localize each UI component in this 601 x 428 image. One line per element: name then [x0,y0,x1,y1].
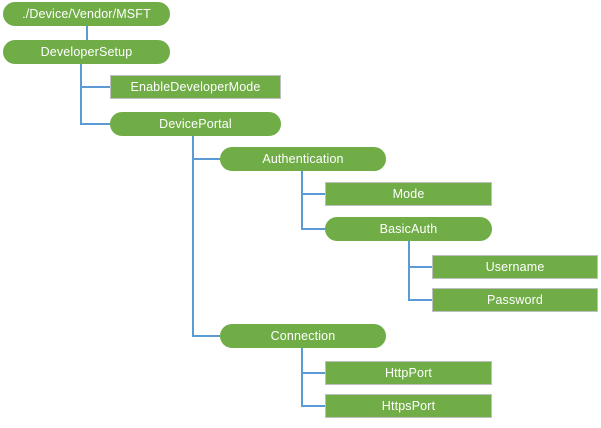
tree-node-username[interactable]: Username [432,255,598,279]
tree-node-basicauth[interactable]: BasicAuth [325,217,492,241]
connector-authentication-to-mode [301,193,325,195]
connector-basicauth-to-username [408,266,432,268]
tree-node-password[interactable]: Password [432,288,598,312]
tree-node-connection[interactable]: Connection [220,324,386,348]
tree-node-label: Username [485,259,545,274]
tree-node-label: DevicePortal [159,116,232,131]
connector-deviceportal-to-authentication [192,158,220,160]
tree-node-label: EnableDeveloperMode [130,79,261,94]
tree-node-enabledevelopermode[interactable]: EnableDeveloperMode [110,75,281,99]
tree-node-developersetup[interactable]: DeveloperSetup [3,40,170,64]
connector-connection-to-httpsport [301,405,325,407]
tree-node-root[interactable]: ./Device/Vendor/MSFT [3,2,170,26]
tree-node-label: Authentication [262,151,344,166]
tree-node-label: DeveloperSetup [40,44,133,59]
connector-basicauth-to-password [408,299,432,301]
tree-node-label: Mode [392,186,425,201]
connector-deviceportal-trunk [192,136,194,337]
connector-authentication-to-basicauth [301,228,325,230]
connector-authentication-trunk [301,171,303,230]
connector-connection-to-httpport [301,372,325,374]
connector-developersetup-to-enabledevelopermode [80,86,110,88]
connector-developersetup-trunk [80,64,82,124]
tree-node-deviceportal[interactable]: DevicePortal [110,112,281,136]
tree-node-label: BasicAuth [379,221,438,236]
connector-deviceportal-to-connection [192,335,220,337]
tree-node-mode[interactable]: Mode [325,182,492,206]
tree-node-label: ./Device/Vendor/MSFT [22,6,151,21]
connector-root-to-developersetup [86,26,88,40]
tree-node-label: HttpsPort [381,398,436,413]
tree-node-httpsport[interactable]: HttpsPort [325,394,492,418]
connector-basicauth-trunk [408,241,410,301]
connector-connection-trunk [301,348,303,406]
tree-node-label: HttpPort [384,365,433,380]
tree-node-httpport[interactable]: HttpPort [325,361,492,385]
tree-node-label: Connection [270,328,336,343]
tree-node-label: Password [486,292,544,307]
connector-developersetup-to-deviceportal [80,123,110,125]
tree-node-authentication[interactable]: Authentication [220,147,386,171]
